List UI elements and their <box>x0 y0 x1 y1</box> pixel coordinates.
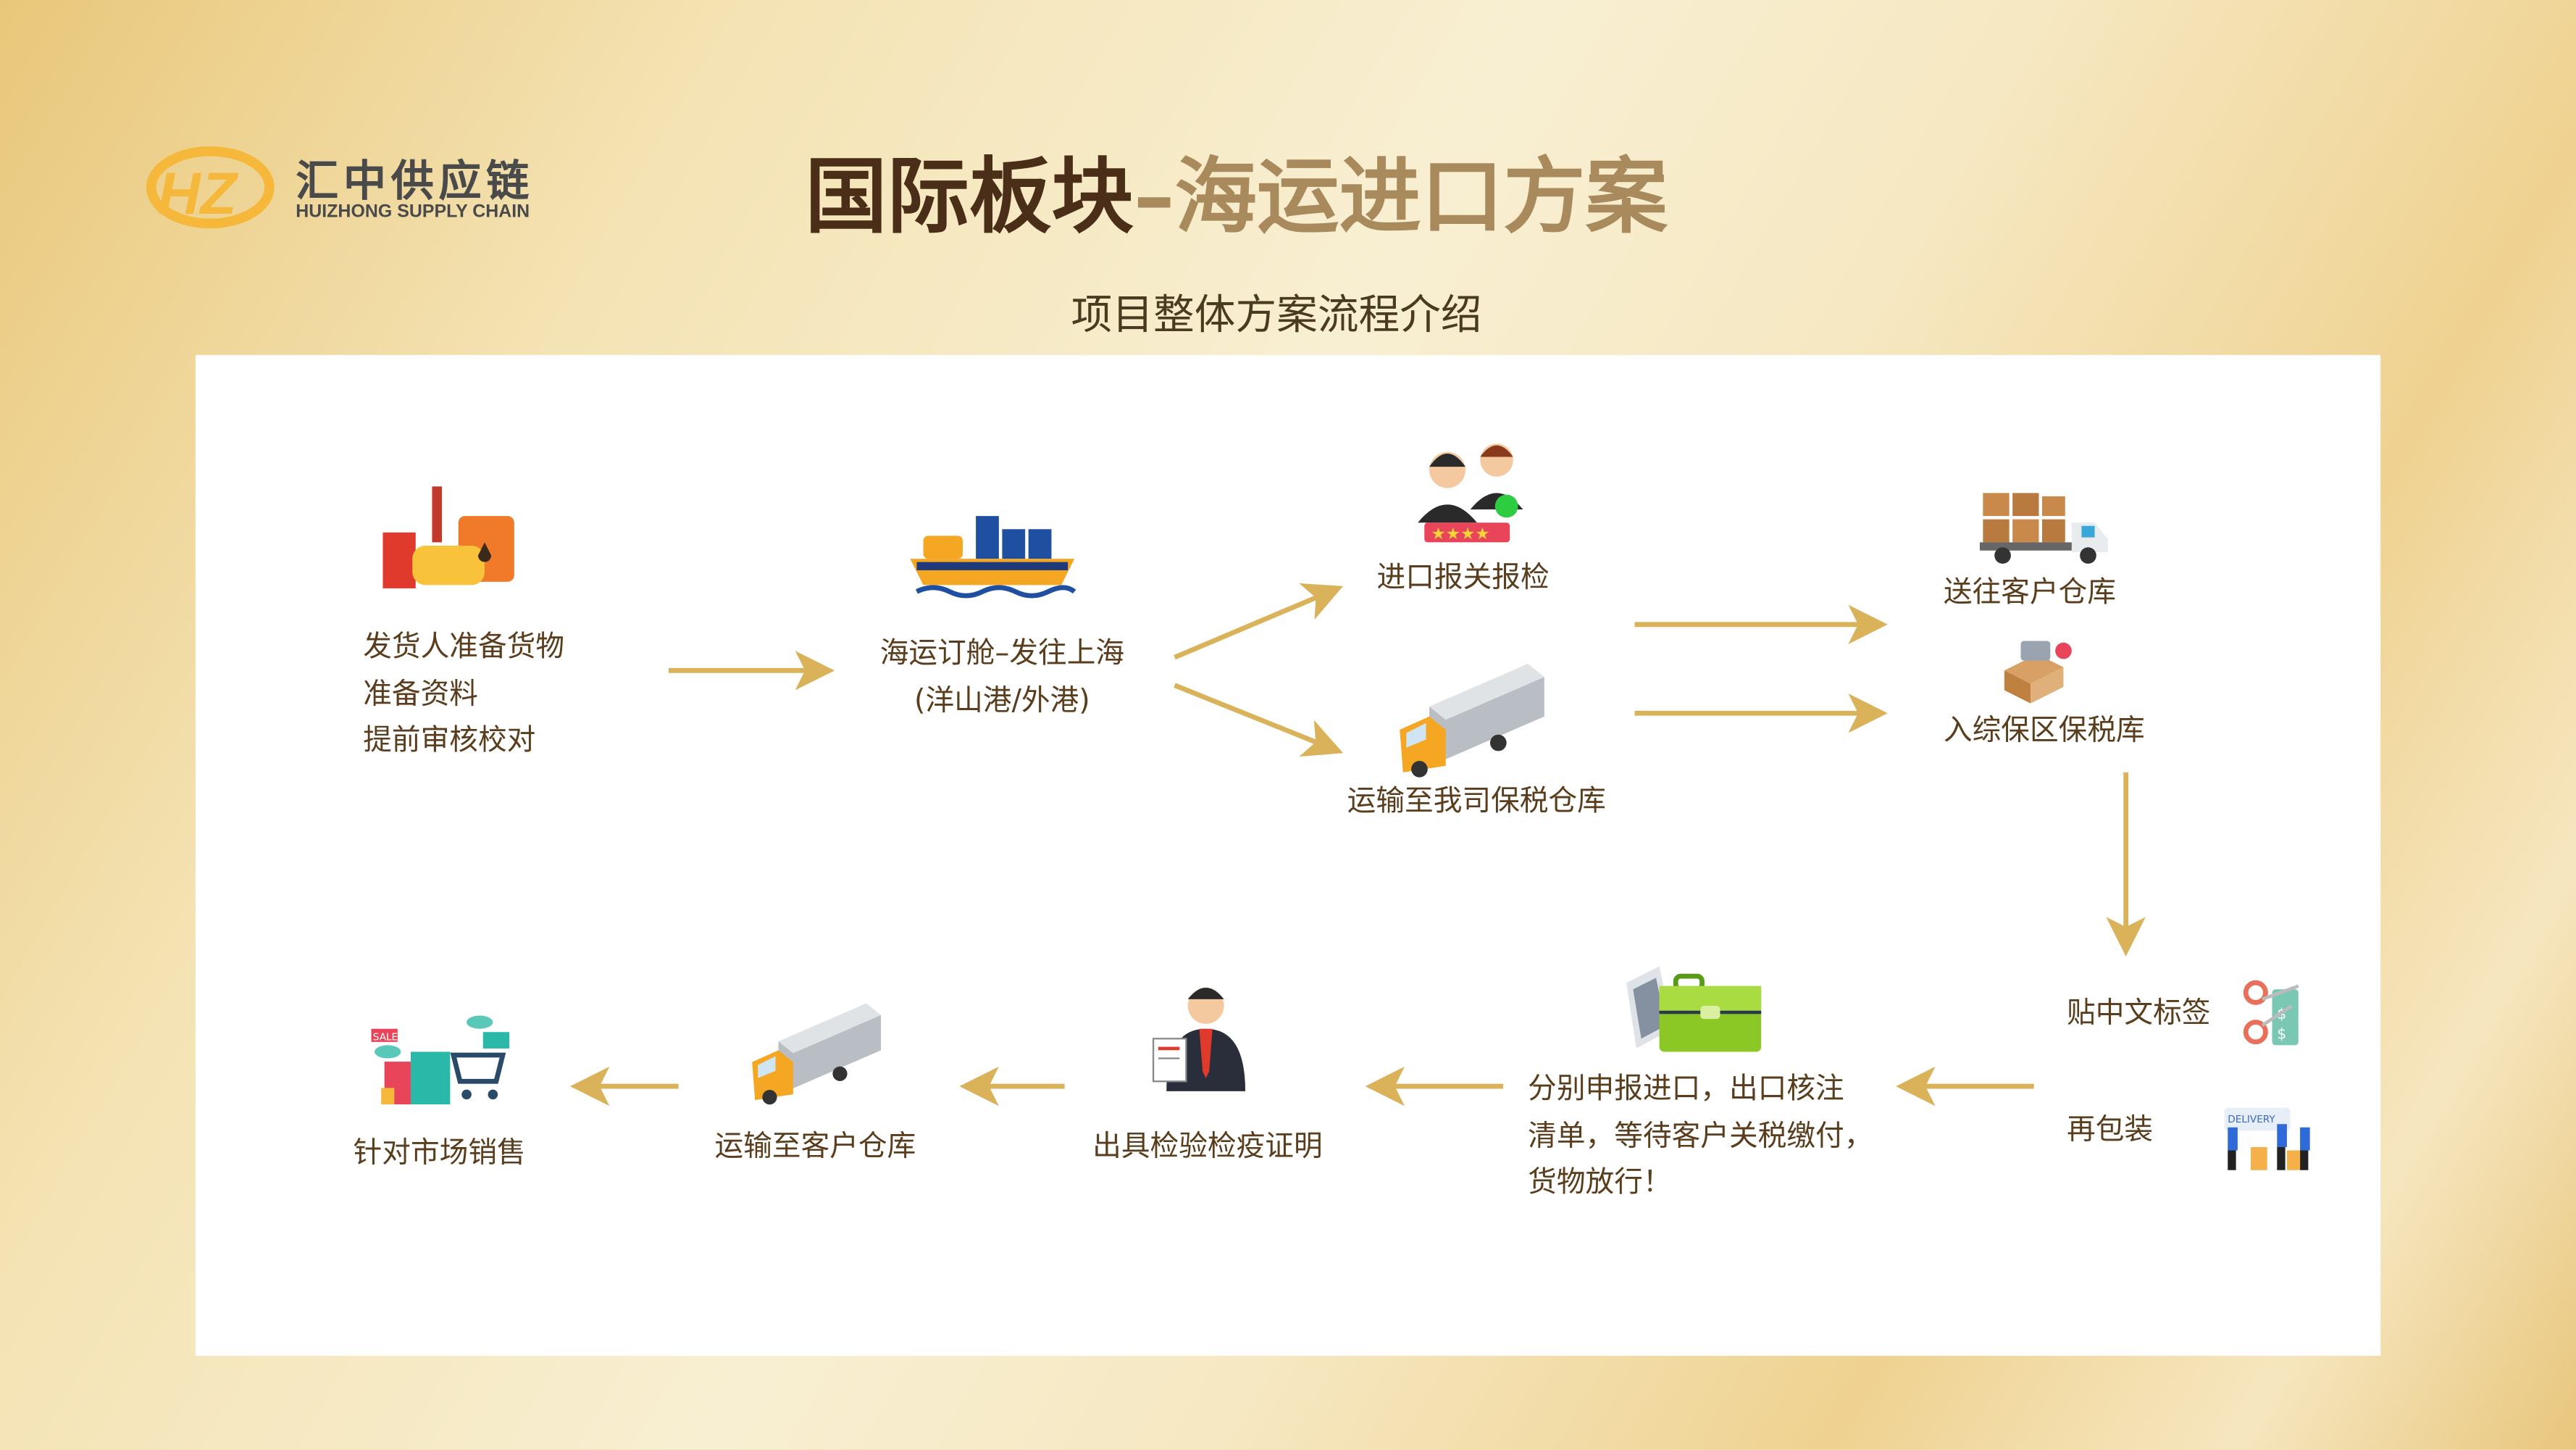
inspector-icon <box>1152 988 1246 1091</box>
step-5-label: 送往客户仓库 <box>1943 577 2117 610</box>
delivery-people-icon: DELIVERY <box>2224 1107 2310 1170</box>
title-main: 国际板块 <box>805 149 1134 245</box>
svg-text:SALE: SALE <box>373 1032 398 1043</box>
step-7-label: 贴中文标签 <box>2067 997 2211 1030</box>
delivery-truck-icon <box>1979 493 2108 564</box>
title-sub: –海运进口方案 <box>1133 149 1668 245</box>
logo: HZ 汇中供应链 HUIZHONG SUPPLY CHAIN <box>141 141 544 233</box>
step-4-label: 运输至我司保税仓库 <box>1347 786 1606 819</box>
step-9-text: 分别申报进口，出口核注 清单，等待客户关税缴付， 货物放行！ <box>1528 1067 1873 1207</box>
svg-text:HZ: HZ <box>158 161 239 227</box>
svg-text:$: $ <box>2277 1025 2286 1042</box>
briefcase-documents-icon <box>1626 966 1762 1052</box>
step-9-line-2: 清单，等待客户关税缴付， <box>1528 1120 1873 1153</box>
arrow-2-4 <box>1174 683 1344 757</box>
customs-officers-icon: ★★★★ <box>1418 443 1523 543</box>
step-1-line-2: 准备资料 <box>363 678 478 711</box>
scissors-tag-icon: $$ <box>2243 980 2299 1046</box>
step-9-line-1: 分别申报进口，出口核注 <box>1528 1072 1844 1107</box>
step-9-line-3: 货物放行！ <box>1528 1167 1672 1200</box>
truck-icon <box>752 1003 882 1105</box>
truck-icon <box>1400 664 1544 778</box>
svg-text:DELIVERY: DELIVERY <box>2228 1114 2275 1125</box>
step-3-label: 进口报关报检 <box>1376 562 1550 595</box>
step-1-text: 发货人准备货物 准备资料 提前审核校对 <box>363 625 564 765</box>
shopping-icon: SALE <box>371 1015 510 1105</box>
logo-en: HUIZHONG SUPPLY CHAIN <box>296 201 530 222</box>
step-11-label: 运输至客户仓库 <box>714 1130 916 1164</box>
step-10-label: 出具检验检疫证明 <box>1092 1130 1323 1164</box>
step-2-text: 海运订舱–发往上海 (洋山港/外港) <box>880 631 1124 725</box>
page-title: 国际板块–海运进口方案 <box>805 148 1668 246</box>
step-12-label: 针对市场销售 <box>353 1137 526 1170</box>
step-8-label: 再包装 <box>2067 1114 2154 1147</box>
svg-text:★★★★: ★★★★ <box>1431 525 1489 543</box>
cargo-ship-icon <box>910 516 1076 599</box>
step-2-line-2: (洋山港/外港) <box>914 684 1090 717</box>
step-6-label: 入综保区保税库 <box>1943 714 2145 748</box>
arrow-2-3 <box>1174 583 1344 660</box>
step-1-line-3: 提前审核校对 <box>363 725 536 758</box>
step-1-line-1: 发货人准备货物 <box>363 630 565 664</box>
step-2-line-1: 海运订舱–发往上海 <box>879 637 1125 671</box>
subtitle: 项目整体方案流程介绍 <box>1071 291 1482 339</box>
logo-cn: 汇中供应链 <box>296 157 535 207</box>
logo-mark-icon: HZ <box>146 146 275 229</box>
bonded-warehouse-icon <box>2004 641 2072 704</box>
factory-icon <box>382 486 514 588</box>
